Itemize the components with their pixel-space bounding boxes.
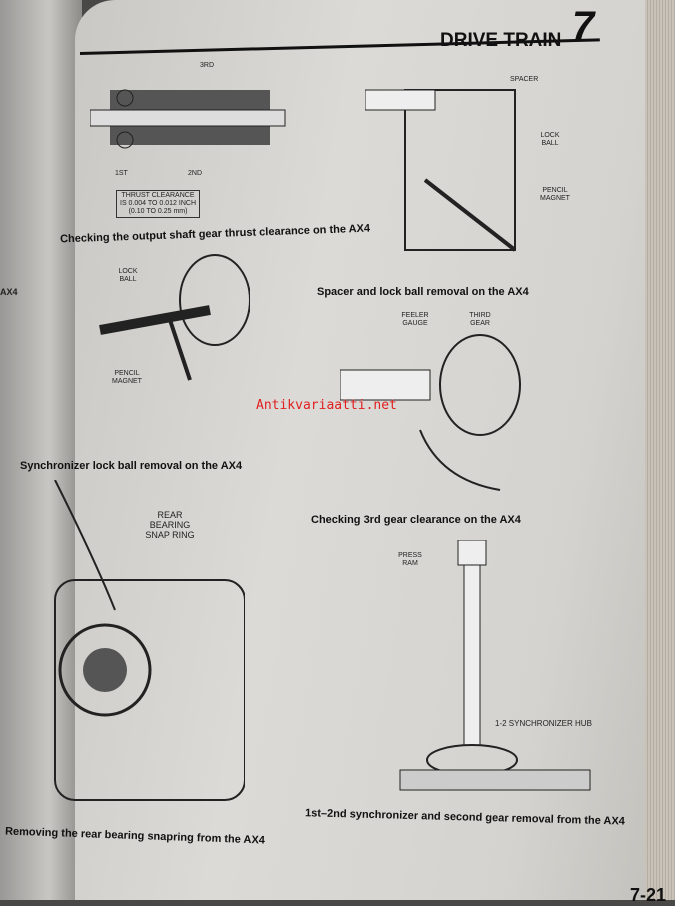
figure-caption: Spacer and lock ball removal on the AX4 (317, 286, 529, 298)
thrust-clearance-note: THRUST CLEARANCE IS 0.004 TO 0.012 INCH … (116, 190, 201, 218)
feeler-gauge-diagram (340, 334, 521, 491)
note-line: THRUST CLEARANCE (121, 192, 195, 199)
label-lock-ball: LOCK BALL (540, 132, 560, 147)
note-line: IS 0.004 TO 0.012 INCH (120, 200, 197, 207)
label-lock-ball: LOCK BALL (118, 268, 138, 283)
label-3rd: 3RD (200, 62, 215, 69)
label-third-gear: THIRD GEAR (469, 312, 491, 327)
chapter-number: 7 (572, 4, 595, 48)
label-2nd: 2ND (188, 170, 203, 177)
label-rear-bearing-snap-ring: REAR BEARING SNAP RING (145, 510, 195, 540)
snapring-diagram (54, 480, 245, 801)
watermark: Antikvariaatti.net (256, 398, 397, 413)
page-number: 7-21 (630, 885, 667, 905)
label-pencil-magnet: PENCIL MAGNET (540, 187, 570, 202)
figure-caption: Synchronizer lock ball removal on the AX… (20, 460, 243, 472)
shaft-diagram (90, 89, 286, 149)
note-line: (0.10 TO 0.25 mm) (128, 208, 188, 215)
label-pencil-magnet: PENCIL MAGNET (112, 370, 142, 385)
spacer-diagram (365, 89, 517, 252)
book-page (75, 0, 645, 900)
left-page (0, 0, 82, 900)
press-diagram (399, 540, 591, 791)
label-synchronizer-hub: 1-2 SYNCHRONIZER HUB (495, 719, 592, 728)
left-page-text: AX4 (0, 287, 18, 297)
label-feeler-gauge: FEELER GAUGE (401, 312, 429, 327)
label-spacer: SPACER (510, 76, 539, 83)
lock-ball-diagram (99, 254, 250, 381)
label-press-ram: PRESS RAM (398, 552, 422, 567)
figure-caption: Checking 3rd gear clearance on the AX4 (311, 514, 521, 526)
label-1st: 1ST (115, 170, 128, 177)
